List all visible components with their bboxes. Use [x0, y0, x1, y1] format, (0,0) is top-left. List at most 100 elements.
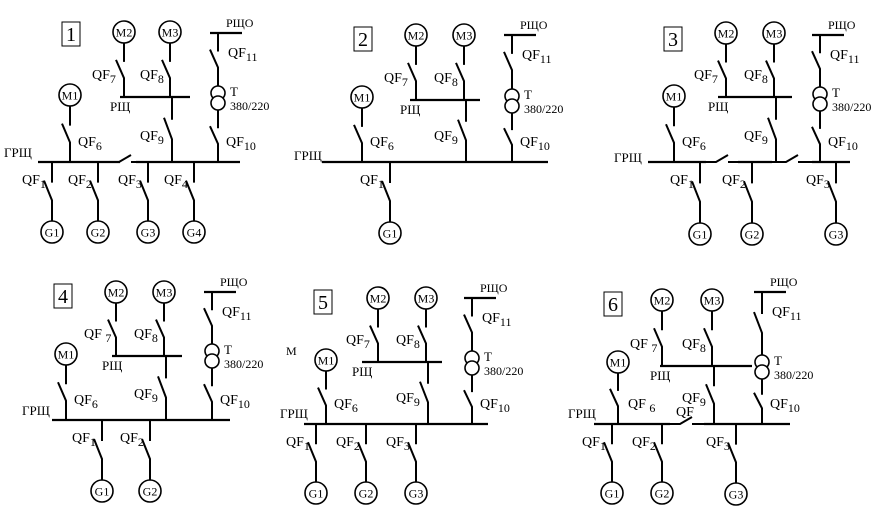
qf1-label: QF1: [22, 173, 46, 191]
qf11-label: QF11: [522, 48, 551, 66]
qf9-label: QF9: [434, 129, 458, 147]
generator-g1-label: G1: [605, 487, 620, 501]
breaker-qf2: [743, 162, 753, 223]
motor-m3-label: M3: [418, 292, 435, 306]
breaker-qf10: [503, 113, 513, 162]
qf7-label: QF7: [92, 68, 116, 86]
scheme-number: 6: [608, 294, 618, 316]
generator-g1: [90, 479, 114, 503]
qf7-label: QF7: [694, 68, 718, 86]
transformer-winding-2: [204, 353, 220, 369]
voltage-label: 380/220: [524, 102, 563, 116]
generator-g1-label: G1: [45, 226, 60, 240]
grsch-label: ГРЩ: [614, 150, 642, 165]
scheme-number: 1: [66, 24, 76, 46]
rscho-label: РЩО: [520, 18, 548, 32]
qf10-label: QF10: [520, 135, 550, 153]
qf10-label: QF10: [220, 393, 250, 411]
qf6-label: QF 6: [628, 397, 655, 415]
motor-m3-label: M3: [162, 26, 179, 40]
motor-m3-label: M3: [766, 27, 783, 41]
motor-m2-label: M2: [108, 286, 125, 300]
generator-g3-label: G3: [729, 488, 744, 502]
breaker-qf7: [369, 309, 379, 362]
rsch-label: РЩ: [400, 102, 420, 117]
breaker-qf1: [93, 420, 103, 480]
breaker-qf7: [407, 46, 417, 100]
breaker-qf1: [381, 162, 391, 222]
breaker-qf1: [43, 162, 53, 221]
scheme-number: 5: [318, 292, 328, 314]
qf9-label: QF9: [134, 387, 158, 405]
generator-g2-label: G2: [655, 487, 670, 501]
qf6-label: QF6: [78, 135, 102, 153]
rscho-label: РЩО: [828, 18, 856, 32]
qf3-label: QF3: [806, 173, 830, 191]
motor-m3-label: M3: [156, 286, 173, 300]
qf1-label: QF1: [360, 173, 384, 191]
generator-g3: [724, 482, 748, 506]
breaker-qf3: [407, 424, 417, 482]
breaker-qf6: [317, 371, 327, 424]
generator-g1: [378, 221, 402, 245]
qf11-label: QF11: [228, 46, 257, 64]
bus-sectional-breaker-2: [766, 154, 818, 163]
motor-m1-label: M1: [354, 91, 371, 105]
scheme-number-box: [353, 26, 373, 52]
generator-g2-label: G2: [143, 485, 158, 499]
generator-g4: [182, 220, 206, 244]
generator-g2: [86, 220, 110, 244]
breaker-qf8: [703, 311, 713, 366]
qf6-label: QF6: [74, 393, 98, 411]
motor-m2-label: M2: [408, 29, 425, 43]
breaker-qf9: [163, 97, 173, 162]
breaker-qf1: [691, 162, 701, 223]
qf3-label: QF3: [706, 435, 730, 453]
generator-g1: [600, 481, 624, 505]
t-label: Т: [230, 84, 238, 99]
generator-g2-label: G2: [91, 226, 106, 240]
breaker-qf7: [717, 44, 727, 97]
qf9-label: QF9: [396, 391, 420, 409]
breaker-qf10: [753, 379, 763, 424]
qf8-label: QF8: [134, 327, 158, 345]
qf9-label: QF9: [140, 129, 164, 147]
qf8-label: QF8: [396, 333, 420, 351]
t-label: Т: [774, 353, 782, 368]
qf6-label: QF6: [370, 135, 394, 153]
voltage-label: 380/220: [230, 99, 269, 113]
qf10-label: QF10: [226, 135, 256, 153]
qf11-label: QF11: [482, 311, 511, 329]
breaker-qf7: [107, 303, 117, 356]
generator-g3: [404, 481, 428, 505]
generator-g2: [354, 481, 378, 505]
generator-g1-label: G1: [95, 485, 110, 499]
qf2-label: QF2: [722, 173, 746, 191]
scheme-number-box: [313, 289, 333, 315]
qf2-label: QF2: [68, 173, 92, 191]
breaker-qf1: [307, 424, 317, 482]
transformer-winding-2: [504, 98, 520, 114]
bus-sectional-breaker-1: [664, 416, 708, 425]
grsch-label: ГРЩ: [4, 145, 32, 160]
breaker-qf6: [609, 373, 619, 424]
qf8-label: QF8: [744, 68, 768, 86]
breaker-qf11: [811, 35, 821, 87]
motor-m1-label: M1: [318, 354, 335, 368]
generator-g3-label: G3: [409, 487, 424, 501]
breaker-qf10: [463, 375, 473, 424]
breaker-qf3: [727, 424, 737, 483]
breaker-qf2: [653, 424, 663, 482]
qf7-label: QF 7: [630, 337, 657, 355]
qf7-label: QF7: [384, 71, 408, 89]
breaker-qf11: [209, 33, 219, 86]
qf1-label: QF1: [72, 431, 96, 449]
voltage-label: 380/220: [832, 100, 871, 114]
breaker-qf11: [503, 35, 513, 89]
qf8-label: QF8: [140, 68, 164, 86]
